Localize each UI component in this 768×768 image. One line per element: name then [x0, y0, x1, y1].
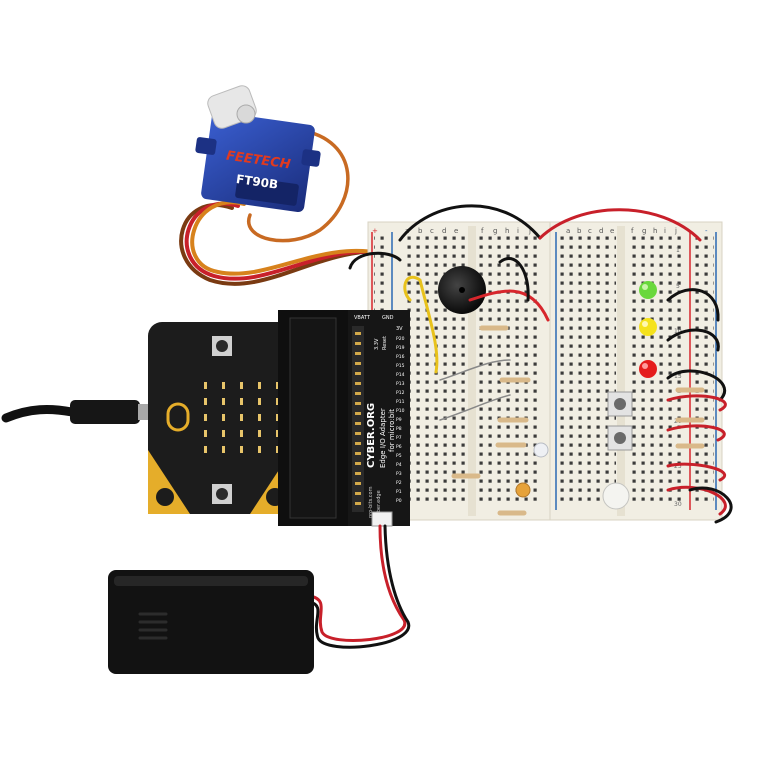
- col-letter: i: [664, 227, 666, 235]
- col-letter: e: [610, 227, 614, 235]
- row-number: 30: [674, 501, 682, 508]
- adapter-title-line2: for micro:bit: [388, 409, 396, 452]
- col-letter: e: [454, 227, 458, 235]
- header-label-vbatt: VBATT: [354, 315, 371, 321]
- col-letter: h: [653, 227, 657, 235]
- resistors: [451, 325, 705, 516]
- col-letter: c: [430, 227, 434, 235]
- led-yellow: [639, 318, 657, 336]
- col-letter: d: [442, 227, 446, 235]
- edge-io-adapter: CYBER.ORG Edge I/O Adapter for micro:bit…: [278, 310, 410, 527]
- adapter-brand-label: CYBER.ORG: [366, 403, 377, 468]
- adapter-title-line1: Edge I/O Adapter: [379, 408, 387, 468]
- usb-cable: [1, 400, 152, 424]
- header-label-3v: 3V: [396, 326, 403, 332]
- row-number: 5: [676, 283, 680, 290]
- col-letter: d: [599, 227, 603, 235]
- amber-led: [515, 482, 531, 498]
- pin-label: P19: [396, 345, 405, 351]
- header-label-gnd: GND: [382, 315, 394, 321]
- jumper-label-33v: 3.3V: [374, 338, 380, 350]
- row-number: 15: [674, 373, 682, 380]
- servo-cable: [179, 128, 412, 286]
- pin-label: P20: [396, 336, 405, 342]
- pin-label: P15: [396, 363, 405, 369]
- components: [438, 266, 705, 516]
- adapter-maker2-label: cyber.edge: [376, 490, 382, 518]
- servo-motor: FEETECH FT90B: [195, 85, 321, 213]
- clear-led: [533, 442, 549, 458]
- push-button: [607, 391, 633, 417]
- pin-label: P13: [396, 381, 405, 387]
- col-letter: g: [642, 227, 646, 235]
- microbit-logo: [166, 402, 190, 432]
- col-letter: c: [588, 227, 592, 235]
- pin-label: P0: [396, 498, 402, 504]
- breadboard: a b c d e f g h i j a b c d e f g h i j …: [367, 221, 723, 521]
- push-button: [607, 425, 633, 451]
- rail-minus-label: -: [705, 227, 708, 235]
- pin-label: P14: [396, 372, 405, 378]
- microbit-board: [148, 322, 292, 514]
- battery-leads: [308, 524, 410, 649]
- col-letter: a: [566, 227, 570, 235]
- rgb-led: [602, 482, 630, 510]
- col-letter: h: [505, 227, 509, 235]
- pin-label: P1: [396, 489, 402, 495]
- servo-model-label: FT90B: [235, 172, 279, 192]
- col-letter: g: [493, 227, 497, 235]
- pin-label: P3: [396, 471, 402, 477]
- col-letter: f: [631, 227, 634, 235]
- pin-label: P5: [396, 453, 402, 459]
- col-letter: i: [517, 227, 519, 235]
- pin-label: P10: [396, 408, 405, 414]
- pin-label: P4: [396, 462, 402, 468]
- pin-label: P11: [396, 399, 405, 405]
- pin-label: P6: [396, 444, 402, 450]
- led-red: [639, 360, 657, 378]
- row-number: 25: [674, 463, 682, 470]
- jumper-wires: [348, 204, 733, 524]
- row-number: 10: [674, 328, 682, 335]
- col-letter: j: [674, 227, 677, 235]
- power-connector: [371, 511, 393, 527]
- col-letter: f: [481, 227, 484, 235]
- pin-label: P2: [396, 480, 402, 486]
- battery-holder: [108, 570, 314, 674]
- pin-label: P9: [396, 417, 402, 423]
- pin-label: P16: [396, 354, 405, 360]
- pin-label: P8: [396, 426, 402, 432]
- led-green: [639, 281, 657, 299]
- rail-plus-label: +: [372, 227, 378, 235]
- pin-label: P12: [396, 390, 405, 396]
- col-letter: j: [528, 227, 531, 235]
- led-matrix: [204, 382, 279, 453]
- pin-label: P7: [396, 435, 402, 441]
- jumper-label-reset: Reset: [382, 336, 388, 350]
- battery-cover-slots: [138, 612, 168, 640]
- adapter-maker-label: pro-bits.com: [368, 486, 374, 518]
- col-letter: b: [418, 227, 423, 235]
- row-number: 1: [676, 247, 680, 254]
- col-letter: b: [577, 227, 582, 235]
